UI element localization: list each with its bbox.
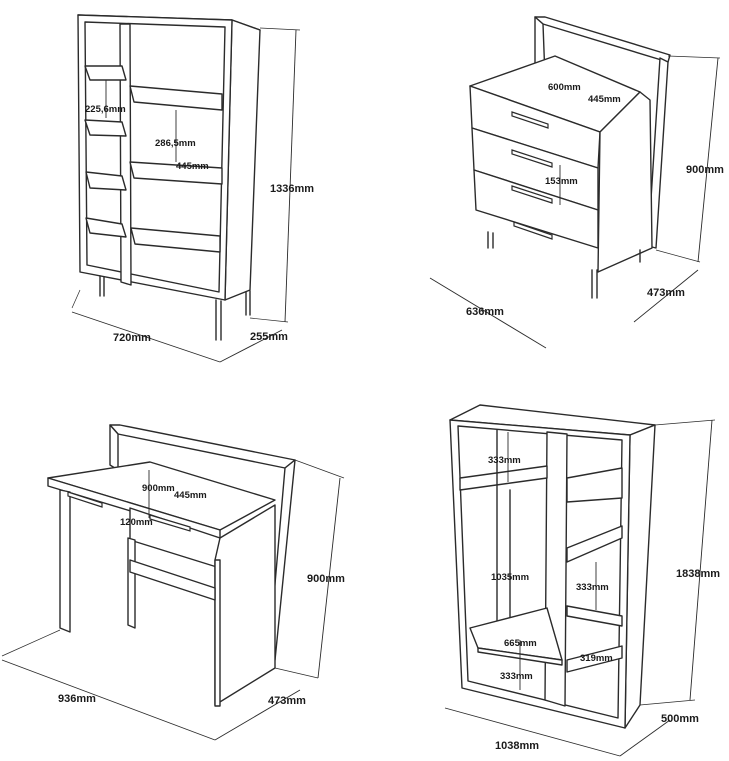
wardrobe-hanging-height-label: 1035mm bbox=[491, 572, 529, 583]
desk-width-label: 936mm bbox=[58, 693, 96, 705]
desk-depth-label: 473mm bbox=[268, 695, 306, 707]
dresser-drawing bbox=[429, 16, 721, 349]
desk-depth-line bbox=[214, 689, 301, 741]
bookcase-width-label: 720mm bbox=[113, 332, 151, 344]
wardrobe-drawing bbox=[444, 404, 716, 757]
wardrobe-height-line bbox=[689, 419, 713, 701]
dresser-top-depth-label: 445mm bbox=[588, 94, 621, 105]
desk-height-label: 900mm bbox=[307, 573, 345, 585]
desk-drawing bbox=[1, 424, 345, 741]
bookcase-depth-line bbox=[219, 329, 283, 363]
dresser-width-label: 636mm bbox=[466, 306, 504, 318]
wardrobe-depth-line bbox=[619, 719, 671, 757]
bookcase-height-label: 1336mm bbox=[270, 183, 314, 195]
bookcase-drawing bbox=[71, 14, 301, 363]
dresser-width-line bbox=[429, 277, 547, 349]
dresser-depth-line bbox=[633, 269, 699, 323]
wardrobe-side-gap-label: 333mm bbox=[576, 582, 609, 593]
wardrobe-side-width-label: 319mm bbox=[580, 653, 613, 664]
desk-top-width-label: 900mm bbox=[142, 483, 175, 494]
desk-top-depth-label: 445mm bbox=[174, 490, 207, 501]
desk-width-line bbox=[1, 659, 216, 741]
bookcase-depth-label: 255mm bbox=[250, 331, 288, 343]
bookcase-small-gap-label: 225,6mm bbox=[85, 104, 126, 115]
wardrobe-width-label: 1038mm bbox=[495, 740, 539, 752]
wardrobe-height-label: 1838mm bbox=[676, 568, 720, 580]
dresser-top-width-label: 600mm bbox=[548, 82, 581, 93]
wardrobe-width-line bbox=[444, 707, 621, 757]
dresser-drawer-height-label: 153mm bbox=[545, 176, 578, 187]
desk-drawer-height-label: 120mm bbox=[120, 517, 153, 528]
bookcase-height-line bbox=[284, 29, 297, 323]
desk-height-line bbox=[317, 477, 341, 679]
dresser-height-label: 900mm bbox=[686, 164, 724, 176]
dresser-height-line bbox=[697, 57, 719, 263]
bookcase-shelf-width-label: 445mm bbox=[176, 161, 209, 172]
dresser-depth-label: 473mm bbox=[647, 287, 685, 299]
wardrobe-depth-label: 500mm bbox=[661, 713, 699, 725]
wardrobe-bottom-gap-label: 333mm bbox=[500, 671, 533, 682]
wardrobe-inner-width-label: 665mm bbox=[504, 638, 537, 649]
bookcase-width-line bbox=[71, 311, 221, 363]
wardrobe-top-gap-label: 333mm bbox=[488, 455, 521, 466]
bookcase-large-gap-label: 286,5mm bbox=[155, 138, 196, 149]
